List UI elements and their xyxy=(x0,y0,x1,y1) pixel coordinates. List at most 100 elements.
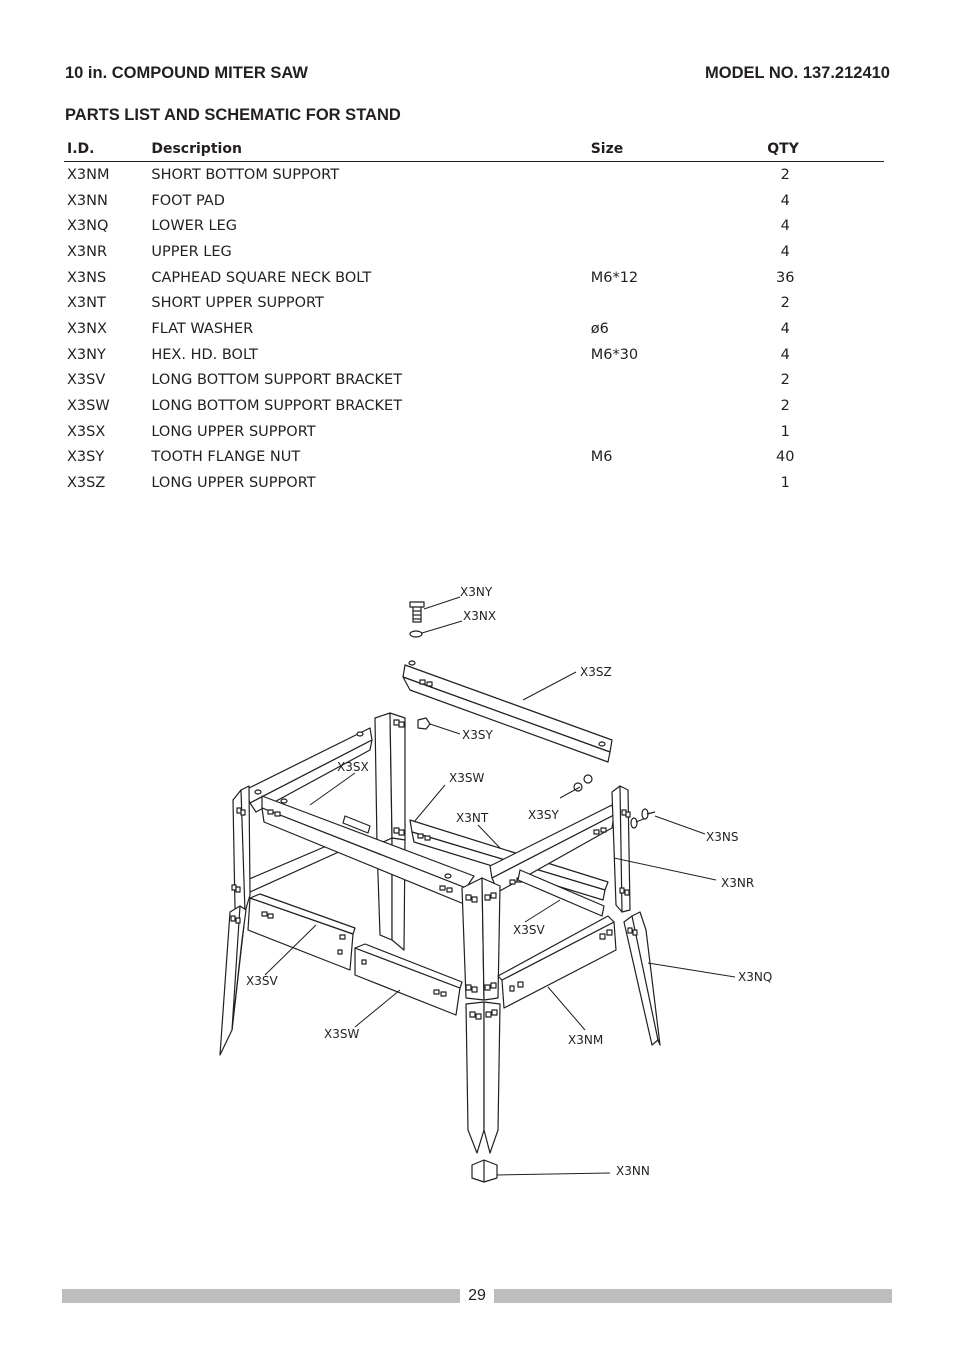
label-x3sw-top: X3SW xyxy=(449,771,484,785)
table-row: X3SY TOOTH FLANGE NUT M6 40 xyxy=(64,445,884,471)
part-qty-cell: 40 xyxy=(776,449,795,466)
part-qty-cell: 2 xyxy=(780,398,790,415)
table-row: X3NY HEX. HD. BOLT M6*30 4 xyxy=(64,342,884,368)
part-qty-cell: 2 xyxy=(780,166,790,183)
short-bottom-support-part xyxy=(497,915,617,1009)
table-row: X3NR UPPER LEG 4 xyxy=(64,239,884,265)
table-row: X3SW LONG BOTTOM SUPPORT BRACKET 2 xyxy=(64,393,884,419)
upper-leg-right-part xyxy=(611,785,631,913)
column-header-description: Description xyxy=(151,137,591,162)
part-qty-cell: 36 xyxy=(776,269,795,286)
part-description-cell: LONG BOTTOM SUPPORT BRACKET xyxy=(151,398,403,415)
part-size-cell: ø6 xyxy=(590,320,609,337)
part-size-cell xyxy=(591,419,752,445)
label-x3sw-bottom: X3SW xyxy=(324,1027,359,1041)
long-upper-support-top-part xyxy=(402,660,613,763)
upper-leg-back-part xyxy=(374,712,406,951)
label-x3nm: X3NM xyxy=(568,1033,603,1047)
footer-bar-right xyxy=(494,1289,892,1303)
part-id-cell: X3NM xyxy=(67,166,110,183)
bottom-support-back-right-part xyxy=(517,869,605,917)
label-x3nx: X3NX xyxy=(463,609,496,623)
part-size-cell: M6*30 xyxy=(590,346,639,363)
part-qty-cell: 4 xyxy=(780,218,790,235)
label-x3sy-top: X3SY xyxy=(462,728,493,742)
part-id-cell: X3NT xyxy=(67,295,106,312)
part-description-cell: CAPHEAD SQUARE NECK BOLT xyxy=(151,269,372,286)
long-upper-support-front-part xyxy=(261,795,475,905)
part-qty-cell: 1 xyxy=(780,475,790,492)
part-id-cell: X3SV xyxy=(67,372,106,389)
table-row: X3NN FOOT PAD 4 xyxy=(64,188,884,214)
flat-washer-part xyxy=(409,630,423,638)
square-neck-bolts-part xyxy=(630,808,656,829)
part-size-cell xyxy=(591,393,752,419)
table-row: X3NX FLAT WASHER ø6 4 xyxy=(64,316,884,342)
part-description-cell: SHORT UPPER SUPPORT xyxy=(151,295,324,312)
flange-nut-part xyxy=(417,717,431,730)
part-qty-cell: 4 xyxy=(780,320,790,337)
part-size-cell xyxy=(591,470,752,496)
upper-leg-front-left-part xyxy=(231,785,251,913)
section-title: PARTS LIST AND SCHEMATIC FOR STAND xyxy=(65,106,401,124)
part-description-cell: LONG UPPER SUPPORT xyxy=(151,475,316,492)
part-description-cell: LONG BOTTOM SUPPORT BRACKET xyxy=(151,372,403,389)
part-description-cell: UPPER LEG xyxy=(151,243,232,260)
part-id-cell: X3NY xyxy=(67,346,106,363)
table-row: X3SV LONG BOTTOM SUPPORT BRACKET 2 xyxy=(64,368,884,394)
label-x3sv-mid: X3SV xyxy=(513,923,545,937)
part-size-cell xyxy=(591,188,752,214)
hex-bolt-part xyxy=(409,601,425,623)
part-description-cell: LOWER LEG xyxy=(151,218,237,235)
label-x3nt: X3NT xyxy=(456,811,489,825)
label-x3nq: X3NQ xyxy=(738,970,772,984)
part-qty-cell: 2 xyxy=(780,372,790,389)
document-title: 10 in. COMPOUND MITER SAW xyxy=(65,64,308,82)
table-row: X3NT SHORT UPPER SUPPORT 2 xyxy=(64,290,884,316)
model-number: MODEL NO. 137.212410 xyxy=(705,64,890,82)
part-id-cell: X3NR xyxy=(67,243,108,260)
page-number: 29 xyxy=(468,1287,486,1304)
lower-leg-front-center-part xyxy=(465,1001,501,1154)
column-header-size: Size xyxy=(590,137,752,162)
part-size-cell xyxy=(591,290,752,316)
foot-pad-part xyxy=(471,1159,498,1183)
part-qty-cell: 4 xyxy=(780,346,790,363)
part-size-cell xyxy=(591,162,752,188)
part-id-cell: X3SY xyxy=(67,449,105,466)
footer-bar-left xyxy=(62,1289,460,1303)
column-header-id: I.D. xyxy=(64,137,152,162)
label-x3ns: X3NS xyxy=(706,830,738,844)
part-qty-cell: 4 xyxy=(780,243,790,260)
part-id-cell: X3NS xyxy=(67,269,107,286)
part-id-cell: X3SX xyxy=(67,423,106,440)
label-x3ny: X3NY xyxy=(460,585,493,599)
part-size-cell xyxy=(591,239,752,265)
label-x3sv-left: X3SV xyxy=(246,974,278,988)
parts-table: I.D. Description Size QTY X3NM SHORT BOTT… xyxy=(64,137,884,496)
long-bottom-support-front-part xyxy=(354,943,463,1016)
table-header-row: I.D. Description Size QTY xyxy=(64,137,884,162)
part-id-cell: X3NX xyxy=(67,320,107,337)
part-description-cell: HEX. HD. BOLT xyxy=(151,346,258,363)
part-qty-cell: 2 xyxy=(780,295,790,312)
part-size-cell xyxy=(591,213,752,239)
part-description-cell: FOOT PAD xyxy=(151,192,225,209)
table-row: X3NS CAPHEAD SQUARE NECK BOLT M6*12 36 xyxy=(64,265,884,291)
part-size-cell: M6 xyxy=(590,449,613,466)
part-description-cell: SHORT BOTTOM SUPPORT xyxy=(151,166,340,183)
long-bottom-support-left-part xyxy=(247,893,356,971)
label-x3sx: X3SX xyxy=(337,760,369,774)
part-size-cell: M6*12 xyxy=(590,269,639,286)
part-description-cell: FLAT WASHER xyxy=(151,320,254,337)
part-qty-cell: 4 xyxy=(780,192,790,209)
label-x3nn: X3NN xyxy=(616,1164,650,1178)
part-id-cell: X3SW xyxy=(67,398,110,415)
part-id-cell: X3NN xyxy=(67,192,108,209)
part-description-cell: TOOTH FLANGE NUT xyxy=(151,449,301,466)
lower-leg-right-part xyxy=(623,911,661,1046)
long-upper-support-back-part xyxy=(244,727,373,813)
